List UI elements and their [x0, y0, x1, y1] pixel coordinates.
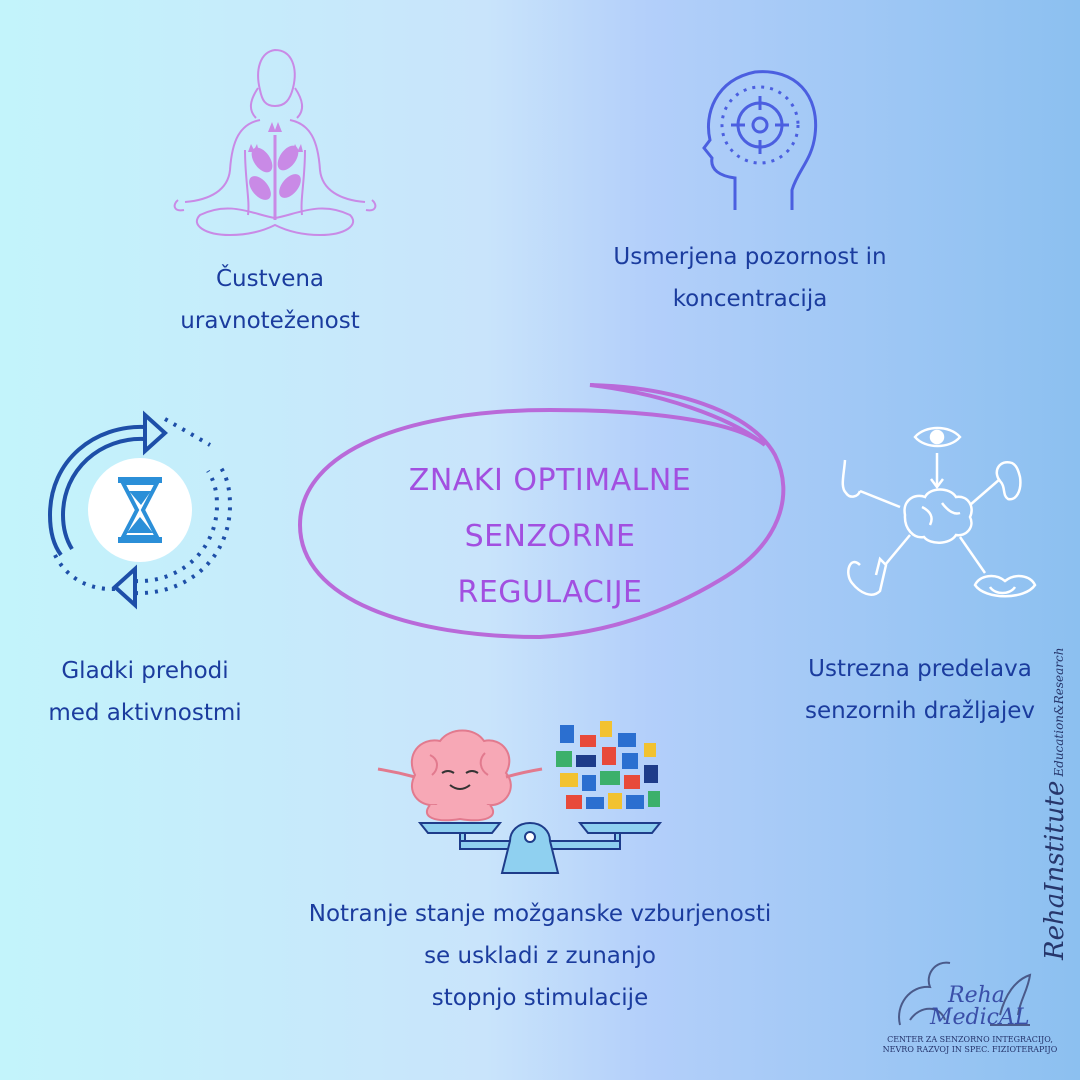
- arousal-matching-label: Notranje stanje možganske vzburjenosti s…: [308, 901, 772, 1011]
- main-title: ZNAKI OPTIMALNE SENZORNE REGULACIJE: [408, 463, 692, 610]
- reha-medical-emblem-icon: [898, 961, 1032, 1026]
- focused-attention-label: Usmerjena pozornost in koncentracija: [613, 244, 887, 312]
- title-ellipse: [297, 383, 786, 640]
- smooth-transitions-label: Gladki prehodi med aktivnostmi: [48, 658, 242, 726]
- meditation-icon: [173, 48, 377, 237]
- central-title-group: ZNAKI OPTIMALNE SENZORNE REGULACIJE: [290, 375, 810, 645]
- focus-head-icon: [702, 70, 818, 210]
- sensory-processing-label: Ustrezna predelava senzornih dražljajev: [804, 656, 1035, 724]
- reha-medical-caption: CENTER ZA SENZORNO INTEGRACIJO, NEVRO RA…: [882, 1035, 1058, 1054]
- brain-balance-scale-icon: [377, 721, 663, 874]
- reha-institute-logo: RehaInstituteEducation&Research: [1040, 647, 1070, 960]
- emotional-balance-label: Čustvena uravnoteženost: [180, 266, 360, 334]
- hourglass-cycle-icon: [47, 410, 233, 610]
- senses-brain-icon: [841, 426, 1037, 598]
- reha-medical-logo-name: Reha MedicAL: [930, 983, 1030, 1030]
